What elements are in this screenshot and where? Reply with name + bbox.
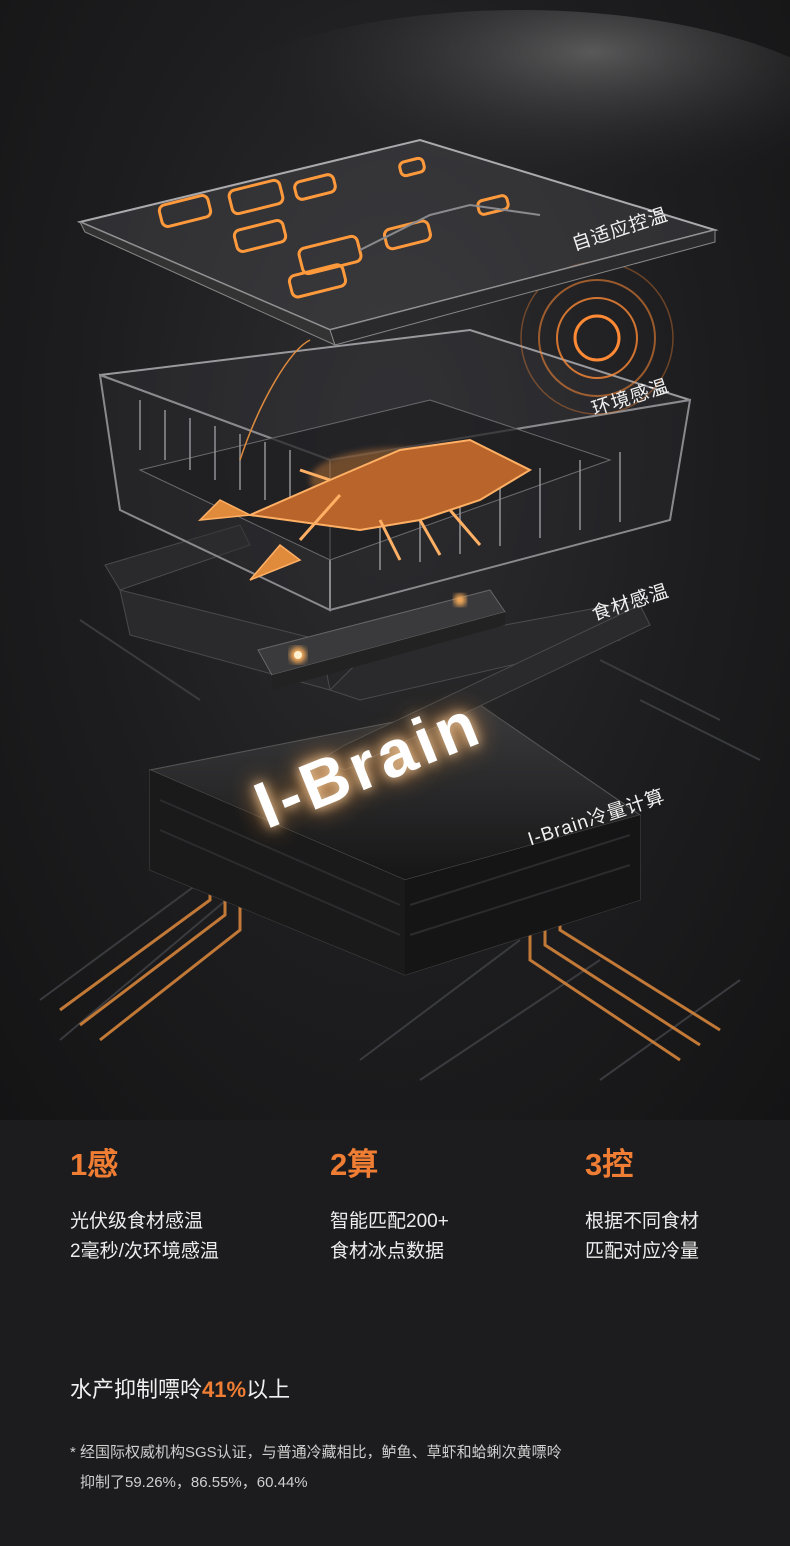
feature-line: 食材冰点数据: [330, 1241, 445, 1262]
feature-compute: 2算 智能匹配200+ 食材冰点数据: [330, 1145, 550, 1267]
purine-stat: 水产抑制嘌呤41%以上: [70, 1372, 290, 1404]
feature-number: 2算: [330, 1147, 379, 1182]
stat-highlight: 41%: [202, 1377, 247, 1402]
sensor-board: [257, 589, 506, 690]
footnote-line-2: 抑制了59.26%，86.55%，60.44%: [80, 1474, 308, 1491]
glass-box: [98, 328, 692, 612]
footnote: * 经国际权威机构SGS认证，与普通冷藏相比，鲈鱼、草虾和蛤蜊次黄嘌呤 抑制了5…: [70, 1438, 760, 1498]
feature-control: 3控 根据不同食材 匹配对应冷量: [585, 1145, 790, 1267]
layer-diagram: [39, 10, 790, 1081]
footnote-line-1: * 经国际权威机构SGS认证，与普通冷藏相比，鲈鱼、草虾和蛤蜊次黄嘌呤: [70, 1444, 562, 1461]
feature-sense: 1感 光伏级食材感温 2毫秒/次环境感温: [70, 1145, 290, 1267]
product-illustration: 自适应控温 环境感温 食材感温 I-Brain冷量计算 I-Brain: [0, 0, 790, 1120]
circuit-traces: [39, 619, 761, 1081]
feature-line: 根据不同食材: [585, 1211, 700, 1232]
feature-line: 智能匹配200+: [330, 1211, 449, 1232]
feature-line: 光伏级食材感温: [70, 1211, 204, 1232]
top-lid: [76, 138, 719, 346]
brain-chip: [148, 704, 642, 976]
crayfish-illustration: [197, 339, 533, 581]
stat-suffix: 以上: [246, 1377, 291, 1402]
fog-effect: [160, 10, 790, 290]
feature-number: 3控: [585, 1147, 634, 1182]
feature-line: 匹配对应冷量: [585, 1241, 700, 1262]
stat-prefix: 水产抑制嘌呤: [70, 1377, 203, 1402]
feature-line: 2毫秒/次环境感温: [70, 1241, 219, 1262]
feature-number: 1感: [70, 1147, 119, 1182]
